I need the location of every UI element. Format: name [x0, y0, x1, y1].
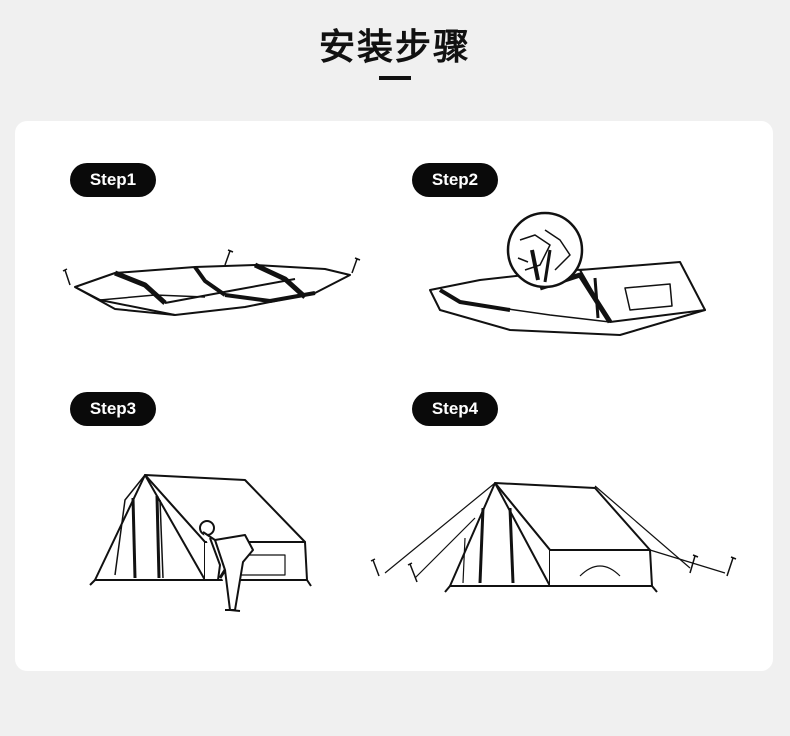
step2-raising-tent-illustration: [420, 210, 710, 345]
step1-flat-tent-illustration: [55, 245, 375, 330]
step4-badge: Step4: [412, 392, 498, 426]
step3-tent-with-person-illustration: [85, 470, 315, 620]
step3-badge: Step3: [70, 392, 156, 426]
step4-pitched-tent-illustration: [365, 478, 745, 603]
title-underline: [379, 76, 411, 80]
step1-badge: Step1: [70, 163, 156, 197]
page-title: 安装步骤: [318, 27, 471, 68]
step2-badge: Step2: [412, 163, 498, 197]
